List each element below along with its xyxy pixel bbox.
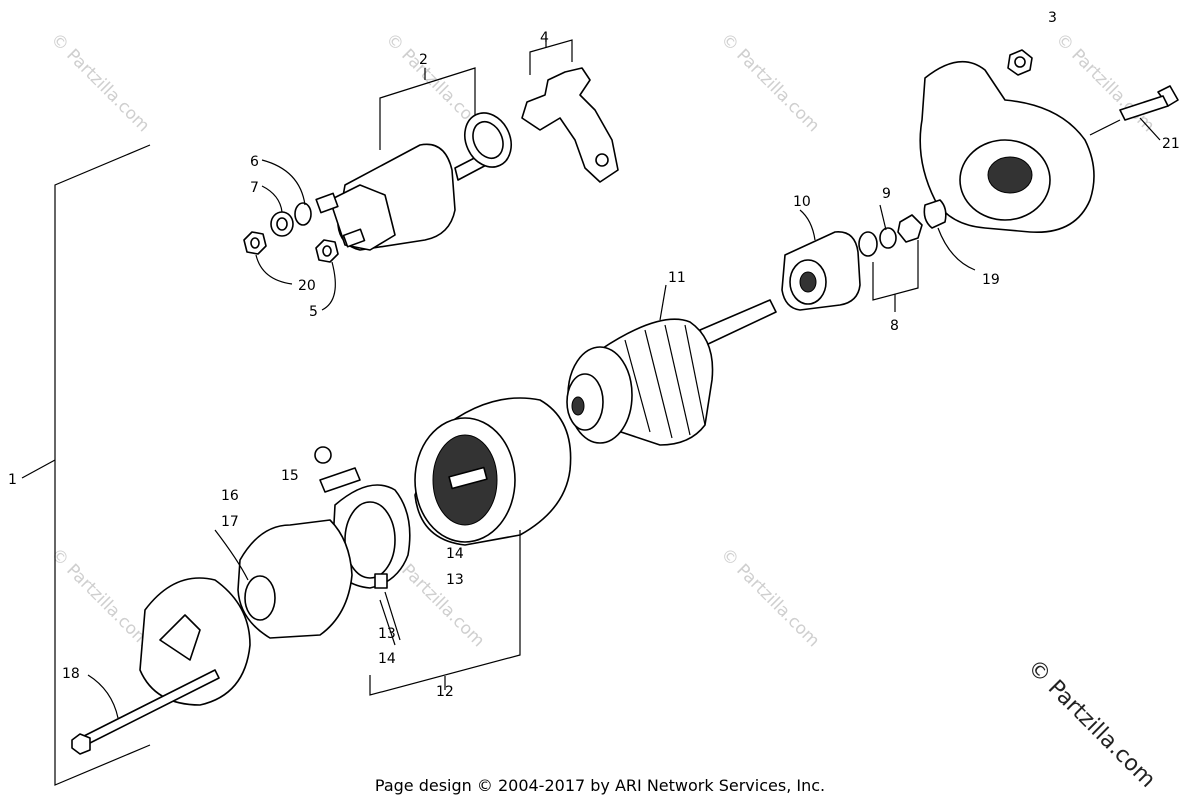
callout-10: 10 [793,194,811,210]
callouts: 1 2 3 4 5 6 7 8 9 10 11 12 13 13 14 14 1… [8,10,1180,700]
watermark: © Partzilla.com [716,544,823,651]
brush-holder [314,446,411,646]
callout-20: 20 [298,278,316,294]
callout-13b: 13 [378,626,396,642]
watermark: © Partzilla.com [716,29,823,136]
callout-5: 5 [309,304,318,320]
callout-7: 7 [250,180,259,196]
callout-19: 19 [982,272,1000,288]
callout-6: 6 [250,154,259,170]
callout-1: 1 [8,472,17,488]
callout-16: 16 [221,488,239,504]
callout-17: 17 [221,514,239,530]
brush-plate [214,519,353,639]
callout-2: 2 [419,52,428,68]
armature [566,284,777,446]
solenoid [315,67,512,251]
callout-8: 8 [890,318,899,334]
callout-3: 3 [1048,10,1057,26]
callout-12: 12 [436,684,454,700]
watermark: © Partzilla.com [46,29,153,136]
callout-18: 18 [62,666,80,682]
callout-14b: 14 [378,651,396,667]
callout-13a: 13 [446,572,464,588]
footer-credit: Page design © 2004-2017 by ARI Network S… [374,776,826,795]
yoke [369,397,572,696]
nose-housing [919,49,1179,233]
callout-4: 4 [540,30,549,46]
solenoid-hardware [243,159,339,311]
watermark: © Partzilla.com [46,544,153,651]
callout-11: 11 [668,270,686,286]
callout-21: 21 [1162,136,1180,152]
callout-15: 15 [281,468,299,484]
callout-14a: 14 [446,546,464,562]
callout-9: 9 [882,186,891,202]
end-frame [71,577,251,755]
pinion-clutch [781,199,976,312]
assembly-bracket-1 [21,144,151,786]
shift-fork [521,39,619,183]
